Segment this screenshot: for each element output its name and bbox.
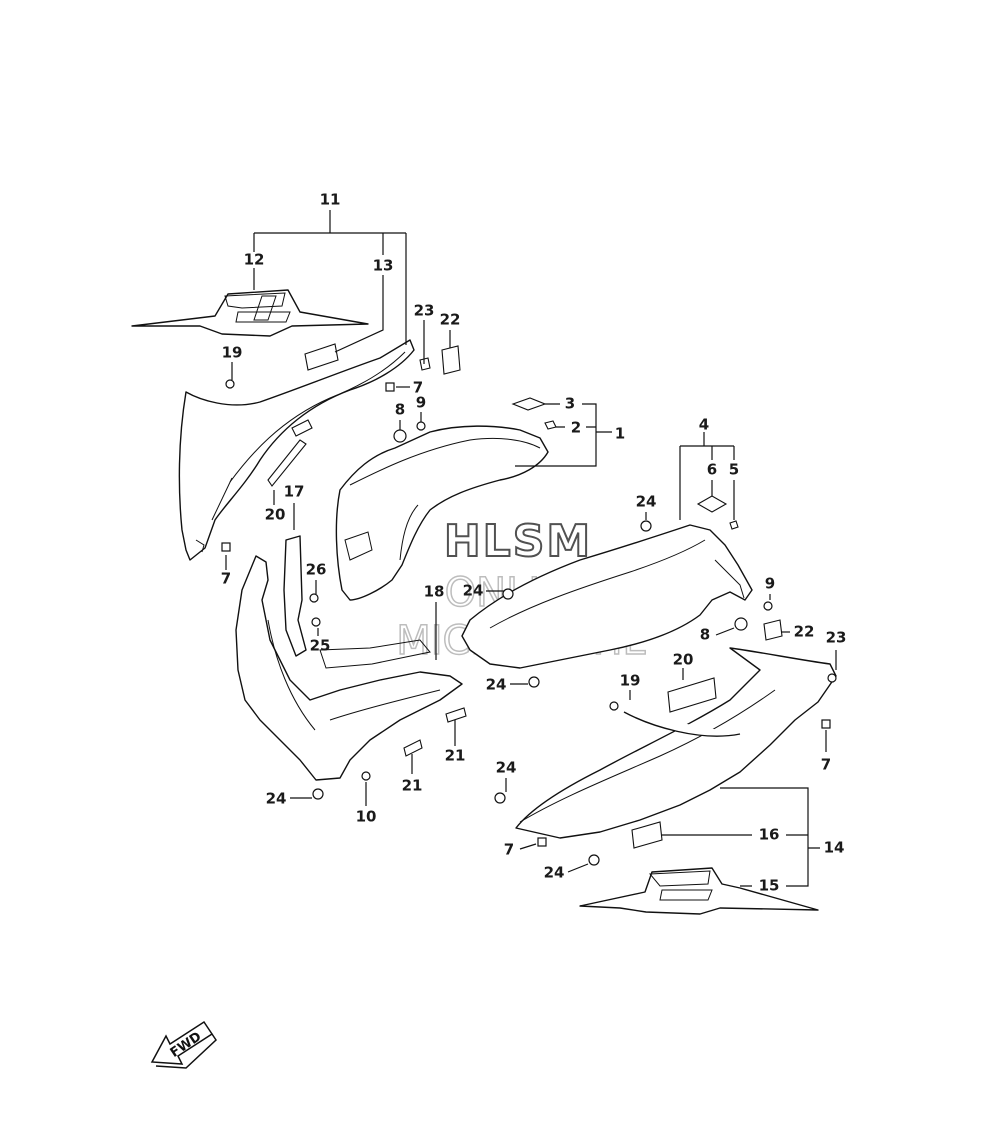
decal-15 <box>579 867 819 915</box>
callout-3: 3 <box>565 395 575 413</box>
callout-21: 21 <box>402 777 423 795</box>
callout-1: 1 <box>615 425 625 443</box>
side-cowl-upper-left <box>178 339 415 561</box>
callout-7: 7 <box>504 841 514 859</box>
callout-20: 20 <box>673 651 694 669</box>
callout-7: 7 <box>221 570 231 588</box>
callout-24: 24 <box>463 582 484 600</box>
callout-20: 20 <box>265 506 286 524</box>
callout-9: 9 <box>765 575 775 593</box>
callout-19: 19 <box>222 344 243 362</box>
callout-17: 17 <box>284 483 305 501</box>
lower-cowl-left <box>235 555 463 781</box>
leader-lines <box>225 210 837 887</box>
stickers <box>403 345 783 849</box>
inner-panel-1 <box>335 425 549 601</box>
decal-12 <box>131 289 369 337</box>
callout-24: 24 <box>544 864 565 882</box>
callout-6: 6 <box>707 461 717 479</box>
sticker-13 <box>304 343 339 371</box>
callout-26: 26 <box>306 561 327 579</box>
callout-23: 23 <box>826 629 847 647</box>
callout-7: 7 <box>821 756 831 774</box>
callout-13: 13 <box>373 257 394 275</box>
callout-19: 19 <box>620 672 641 690</box>
bracket-17 <box>283 535 307 657</box>
callout-5: 5 <box>729 461 739 479</box>
callout-18: 18 <box>424 583 445 601</box>
callout-21: 21 <box>445 747 466 765</box>
callout-9: 9 <box>416 394 426 412</box>
callout-23: 23 <box>414 302 435 320</box>
fasteners <box>221 379 837 866</box>
inner-panel-right <box>461 524 753 669</box>
callout-22: 22 <box>440 311 461 329</box>
callout-11: 11 <box>320 191 341 209</box>
callout-10: 10 <box>356 808 377 826</box>
callout-7: 7 <box>413 379 423 397</box>
callout-4: 4 <box>699 416 709 434</box>
side-cowl-lower-right <box>515 647 837 839</box>
sticker-20-left <box>267 419 313 487</box>
callouts: 11 12 13 23 22 19 7 8 9 3 2 1 20 17 7 26… <box>221 191 847 895</box>
callout-2: 2 <box>571 419 581 437</box>
callout-25: 25 <box>310 637 331 655</box>
callout-24: 24 <box>266 790 287 808</box>
callout-16: 16 <box>759 826 780 844</box>
callout-24: 24 <box>496 759 517 777</box>
callout-22: 22 <box>794 623 815 641</box>
fwd-arrow-icon: FWD <box>150 1020 217 1069</box>
callout-14: 14 <box>824 839 845 857</box>
callout-24: 24 <box>636 493 657 511</box>
watermark-line1: HLSM <box>444 516 592 567</box>
callout-8: 8 <box>700 626 710 644</box>
callout-8: 8 <box>395 401 405 419</box>
callout-12: 12 <box>244 251 265 269</box>
callout-15: 15 <box>759 877 780 895</box>
callout-24: 24 <box>486 676 507 694</box>
